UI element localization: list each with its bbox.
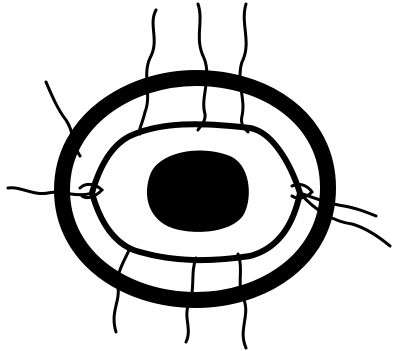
thread-upper-left xyxy=(46,82,80,156)
thread-top-right xyxy=(240,4,248,132)
thread-top-left xyxy=(139,10,156,134)
central-blob xyxy=(147,150,249,231)
thread-top-middle xyxy=(198,4,207,130)
